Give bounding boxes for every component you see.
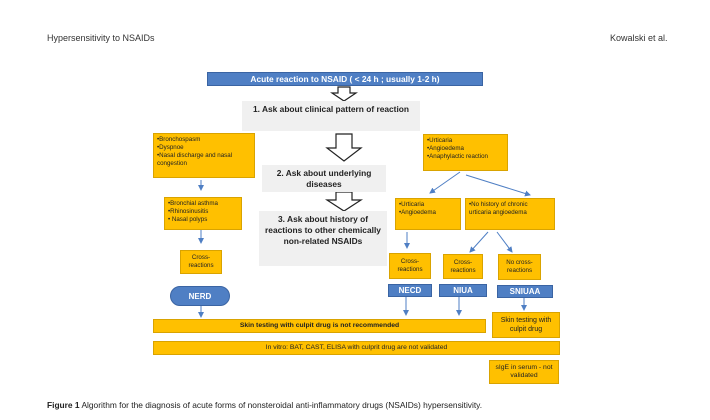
niua-label: NIUA	[439, 284, 487, 297]
sniuaa-label: SNIUAA	[497, 285, 553, 298]
step-2-box: 2. Ask about underlying diseases	[262, 165, 386, 192]
respiratory-disease: •Rhinosinusitis	[168, 208, 209, 215]
respiratory-disease: •Bronchial asthma	[168, 200, 218, 207]
niua-cross-reactions-box: Cross-reactions	[443, 254, 483, 279]
step-3-box: 3. Ask about history of reactions to oth…	[259, 211, 387, 266]
no-chronic-urticaria-box: •No history of chronic urticaria angioed…	[465, 198, 555, 230]
figure-label: Figure 1	[47, 400, 80, 410]
skin-symptom: •Angioedema	[427, 145, 464, 152]
respiratory-symptom: •Nasal discharge and nasal congestion	[157, 152, 233, 167]
skin-urticaria-box: •Urticaria •Angioedema	[395, 198, 461, 230]
acute-reaction-banner: Acute reaction to NSAID ( < 24 h ; usual…	[207, 72, 483, 86]
respiratory-cross-reactions-box: Cross-reactions	[180, 250, 222, 274]
respiratory-diseases-box: •Bronchial asthma •Rhinosinusitis • Nasa…	[164, 197, 242, 230]
respiratory-symptom: •Dyspnoe	[157, 144, 184, 151]
nerd-label: NERD	[170, 286, 230, 306]
no-cross-reactions-box: No cross-reactions	[498, 254, 541, 280]
necd-label: NECD	[388, 284, 432, 297]
skin-symptom: •Urticaria	[427, 137, 453, 144]
necd-cross-reactions-box: Cross-reactions	[389, 253, 431, 279]
skin-symptoms-box: •Urticaria •Angioedema •Anaphylactic rea…	[423, 134, 508, 171]
respiratory-symptoms-box: •Bronchospasm •Dyspnoe •Nasal discharge …	[153, 133, 255, 178]
skin-symptom: •Anaphylactic reaction	[427, 153, 488, 160]
respiratory-symptom: •Bronchospasm	[157, 136, 201, 143]
skin-testing-not-recommended-bar: Skin testing with culpit drug is not rec…	[153, 319, 486, 333]
figure-caption-text: Algorithm for the diagnosis of acute for…	[81, 400, 483, 410]
figure-caption: Figure 1 Algorithm for the diagnosis of …	[47, 400, 687, 410]
hollow-arrow-3	[324, 191, 364, 212]
running-header-title: Hypersensitivity to NSAIDs	[47, 33, 155, 43]
hollow-arrow-1	[330, 86, 358, 102]
skin-urticaria-item: •Urticaria	[399, 201, 425, 208]
sige-serum-box: sIgE in serum - not validated	[489, 360, 559, 384]
skin-urticaria-item: •Angioedema	[399, 209, 436, 216]
in-vitro-bar: In vitro: BAT, CAST, ELISA with culprit …	[153, 341, 560, 355]
running-header-authors: Kowalski et al.	[610, 33, 668, 43]
respiratory-disease: • Nasal polyps	[168, 216, 208, 223]
skin-testing-culprit-box: Skin testing with culpit drug	[492, 312, 560, 338]
hollow-arrow-2	[325, 133, 363, 162]
step-1-box: 1. Ask about clinical pattern of reactio…	[242, 101, 420, 131]
